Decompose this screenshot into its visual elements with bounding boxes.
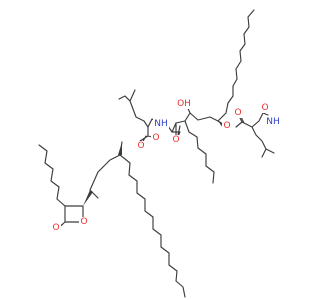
molecule-svg: O O O O O O O O OH NH NH <box>38 9 281 298</box>
svg-text:O: O <box>52 223 59 233</box>
chain-hexyl-middle <box>184 120 215 184</box>
chain-upper-right <box>217 9 255 122</box>
atom-O4: O <box>171 135 181 145</box>
chain-lower-left <box>119 154 186 298</box>
stereo-wedge-3 <box>83 190 93 206</box>
atom-label-layer: O O O O O O O O OH NH NH <box>51 99 281 233</box>
atom-NH2: NH <box>153 119 169 129</box>
svg-text:O: O <box>80 217 87 227</box>
svg-text:O: O <box>223 121 230 131</box>
atom-OH1: OH <box>176 99 192 109</box>
stereo-wedge-2 <box>118 142 122 155</box>
atom-O8: O <box>51 223 61 233</box>
atom-O2: O <box>233 108 243 118</box>
atom-O6: O <box>151 133 161 143</box>
chain-hexyl-left <box>38 144 66 207</box>
svg-text:NH: NH <box>154 119 168 129</box>
svg-text:O: O <box>137 141 144 151</box>
svg-text:NH: NH <box>266 117 280 127</box>
atom-O5: O <box>136 141 146 151</box>
bond-layer <box>38 9 275 298</box>
atom-O7: O <box>79 217 89 227</box>
svg-text:O: O <box>152 133 159 143</box>
svg-text:O: O <box>234 108 241 118</box>
svg-text:O: O <box>172 135 179 145</box>
svg-text:O: O <box>261 103 268 113</box>
linker-left <box>89 141 123 199</box>
svg-text:OH: OH <box>177 99 191 109</box>
atom-O3: O <box>260 103 270 113</box>
atom-O1: O <box>222 121 232 131</box>
atom-NH1: NH <box>265 117 281 127</box>
molecule-structure: O O O O O O O O OH NH NH <box>38 9 281 298</box>
backbone-right <box>175 112 227 127</box>
